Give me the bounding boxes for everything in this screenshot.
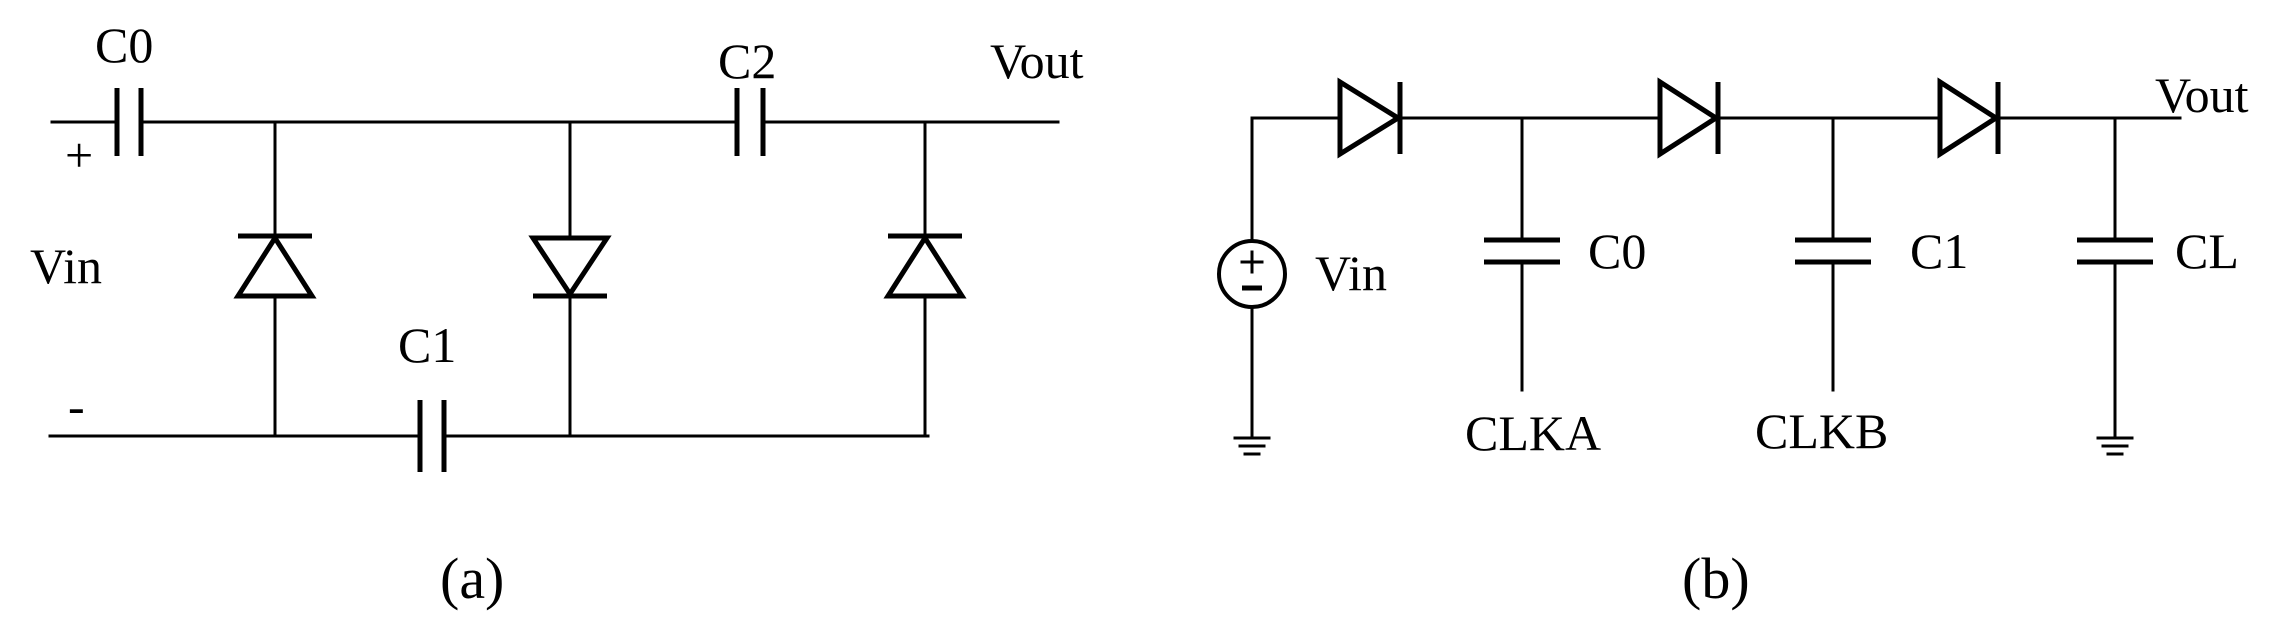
diode-2-a <box>528 120 612 438</box>
label-clka-b: CLKA <box>1465 405 1601 461</box>
label-vin-b: Vin <box>1315 245 1387 301</box>
label-c1-a: C1 <box>398 317 456 373</box>
label-c1-b: C1 <box>1910 223 1968 279</box>
ground-icon <box>2096 436 2134 456</box>
diode-3-b <box>1937 77 2001 159</box>
b-top-wire <box>1250 116 2182 270</box>
label-minus-a: - <box>68 378 85 434</box>
voltage-source-b <box>1217 239 1287 309</box>
label-vin-a: Vin <box>30 238 102 294</box>
caption-a: (a) <box>440 546 504 611</box>
ground-icon <box>1233 436 1271 456</box>
capacitor-c2-a <box>734 88 766 156</box>
circuit-b: Vin Vout C0 C1 CL CLKA CLKB (b) <box>1217 67 2249 611</box>
label-plus-a: + <box>65 127 93 183</box>
caption-b: (b) <box>1682 546 1750 611</box>
label-c2-a: C2 <box>718 33 776 89</box>
capacitor-c0-b <box>1484 116 1560 392</box>
capacitor-c1-a <box>417 400 447 472</box>
diode-1-b <box>1337 77 1403 159</box>
capacitor-c0-a <box>114 88 144 156</box>
label-clkb-b: CLKB <box>1755 403 1888 459</box>
diode-2-b <box>1657 77 1721 159</box>
capacitor-c1-b <box>1795 116 1871 392</box>
label-vout-a: Vout <box>990 33 1084 89</box>
label-c0-a: C0 <box>95 17 153 73</box>
circuit-a: C0 C2 Vout C1 Vin + - (a) <box>30 17 1084 611</box>
diode-3-a <box>883 120 967 438</box>
label-vout-b: Vout <box>2155 67 2249 123</box>
label-cl-b: CL <box>2175 223 2239 279</box>
diode-1-a <box>233 120 317 438</box>
capacitor-cl-b <box>2077 116 2153 440</box>
label-c0-b: C0 <box>1588 223 1646 279</box>
